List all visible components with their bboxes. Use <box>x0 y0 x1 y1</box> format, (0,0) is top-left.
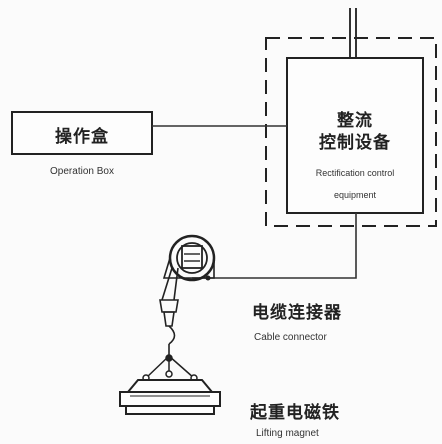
lifting-magnet-label-zh: 起重电磁铁 <box>250 403 340 423</box>
crane-hook <box>159 267 179 356</box>
power-cable <box>192 213 357 279</box>
rectification-label-en-line1: Rectification control <box>315 168 395 178</box>
cable-connector-label-zh: 电缆连接器 <box>252 303 342 323</box>
operation-box-label-zh: 操作盒 <box>55 127 109 147</box>
lifting-magnet-body <box>119 379 221 415</box>
rectification-label-en-line2: equipment <box>333 190 377 200</box>
operation-box <box>11 111 153 155</box>
operation-box-label-en: Operation Box <box>50 166 114 177</box>
cable-connector-label-en: Cable connector <box>254 332 327 343</box>
rectification-label-zh-line2: 控制设备 <box>319 133 391 153</box>
cable-connector-drum <box>162 234 216 282</box>
lifting-magnet-label-en: Lifting magnet <box>256 428 319 439</box>
lifting-chains <box>142 354 198 382</box>
rectification-label-zh-line1: 整流 <box>337 111 373 131</box>
dashed-enclosure <box>265 37 437 227</box>
rectification-control-box <box>286 57 424 214</box>
power-feed-lines <box>349 8 357 58</box>
